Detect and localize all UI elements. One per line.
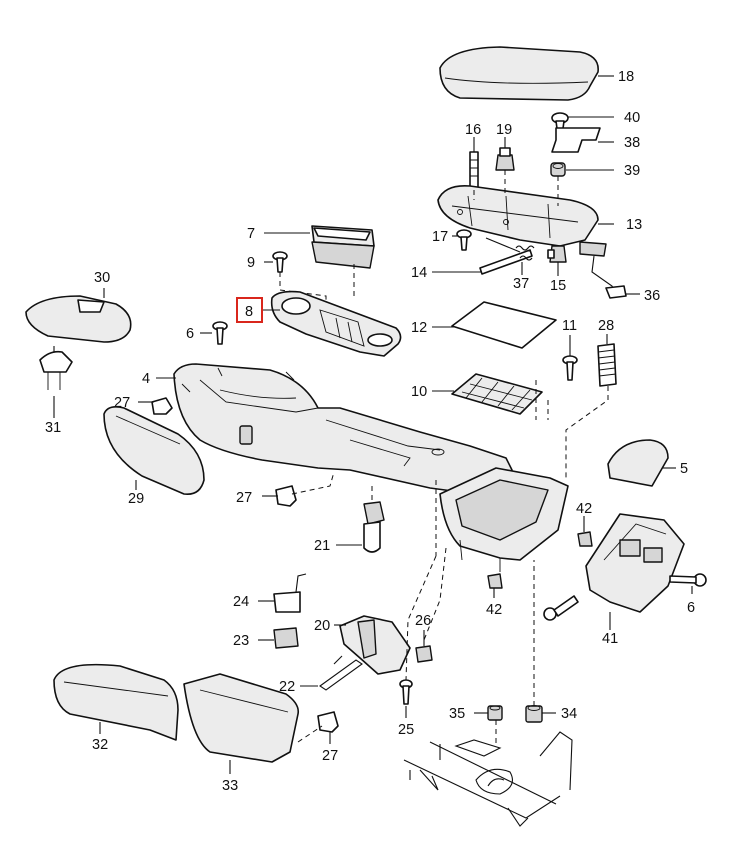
dash-13: [473, 170, 559, 206]
part-12-mat[interactable]: [451, 301, 557, 349]
part-27-clip-mid[interactable]: [275, 485, 297, 507]
highlight-box-part-8: [236, 297, 263, 323]
label-37[interactable]: 37: [513, 276, 529, 292]
part-21-lock[interactable]: [363, 501, 385, 553]
label-33[interactable]: 33: [222, 778, 238, 794]
label-4[interactable]: 4: [142, 371, 150, 387]
label-12[interactable]: 12: [411, 320, 427, 336]
label-19[interactable]: 19: [496, 122, 512, 138]
label-26[interactable]: 26: [415, 613, 431, 629]
part-5-trim-panel[interactable]: [607, 439, 669, 487]
part-27-clip-bottom[interactable]: [317, 711, 339, 733]
label-25[interactable]: 25: [398, 722, 414, 738]
floor-mount-assembly: [403, 731, 573, 827]
label-31[interactable]: 31: [45, 420, 61, 436]
label-15[interactable]: 15: [550, 278, 566, 294]
part-30-cover[interactable]: [25, 295, 132, 343]
part-19-clip[interactable]: [495, 147, 515, 171]
part-20-actuator[interactable]: [339, 615, 411, 675]
label-6-left[interactable]: 6: [186, 326, 194, 342]
part-34-nut[interactable]: [525, 705, 543, 723]
part-10-grille[interactable]: [451, 373, 543, 415]
dash-27b: [291, 471, 335, 495]
part-14-hinge-pin[interactable]: [479, 249, 533, 275]
part-29-side-panel[interactable]: [103, 406, 205, 496]
dash-28: [565, 386, 609, 480]
label-16[interactable]: 16: [465, 122, 481, 138]
part-9-screw[interactable]: [272, 251, 288, 273]
dash-34: [495, 560, 535, 744]
label-22[interactable]: 22: [279, 679, 295, 695]
part-38-bracket[interactable]: [551, 127, 601, 153]
dash-10: [535, 380, 549, 420]
label-32[interactable]: 32: [92, 737, 108, 753]
part-39-nut[interactable]: [550, 162, 566, 177]
label-10[interactable]: 10: [411, 384, 427, 400]
label-9[interactable]: 9: [247, 255, 255, 271]
label-6-right[interactable]: 6: [687, 600, 695, 616]
part-35-nut[interactable]: [487, 705, 503, 721]
part-42-clip-center[interactable]: [487, 573, 503, 589]
label-29[interactable]: 29: [128, 491, 144, 507]
label-13[interactable]: 13: [626, 217, 642, 233]
part-17-screw[interactable]: [456, 229, 472, 251]
label-28[interactable]: 28: [598, 318, 614, 334]
part-41-bracket[interactable]: [585, 513, 685, 613]
part-32-lower-panel[interactable]: [53, 663, 179, 741]
part-27-clip-top[interactable]: [151, 397, 173, 415]
label-35[interactable]: 35: [449, 706, 465, 722]
label-41[interactable]: 41: [602, 631, 618, 647]
label-38[interactable]: 38: [624, 135, 640, 151]
part-36-release-cable[interactable]: [579, 241, 627, 299]
part-4-console-rear[interactable]: [439, 467, 569, 572]
part-23-bracket[interactable]: [273, 627, 299, 649]
label-20[interactable]: 20: [314, 618, 330, 634]
part-6-screw-left[interactable]: [212, 321, 228, 345]
label-34[interactable]: 34: [561, 706, 577, 722]
label-14[interactable]: 14: [411, 265, 427, 281]
part-7-storage-tray[interactable]: [311, 225, 375, 269]
part-16-pin[interactable]: [469, 151, 479, 191]
label-23[interactable]: 23: [233, 633, 249, 649]
label-42-center[interactable]: 42: [486, 602, 502, 618]
label-27-bottom[interactable]: 27: [322, 748, 338, 764]
part-15-latch[interactable]: [547, 245, 567, 263]
part-11-screw[interactable]: [562, 355, 578, 381]
part-31-knob[interactable]: [39, 350, 73, 390]
part-18-armrest-lid[interactable]: [439, 46, 599, 101]
label-42-right[interactable]: 42: [576, 501, 592, 517]
part-37-spring[interactable]: [485, 237, 535, 261]
label-27-mid[interactable]: 27: [236, 490, 252, 506]
part-33-lower-panel[interactable]: [183, 673, 300, 763]
part-4-console-body[interactable]: [173, 363, 513, 493]
label-11[interactable]: 11: [562, 318, 577, 334]
callout-labels: 18 40 38 39 16 19 13 17 7 9 14 37 15 36 …: [45, 69, 695, 794]
label-5[interactable]: 5: [680, 461, 688, 477]
dash-console-lower: [405, 547, 447, 681]
label-8[interactable]: 8: [245, 304, 253, 320]
label-40[interactable]: 40: [624, 110, 640, 126]
label-27-top[interactable]: 27: [114, 395, 130, 411]
label-21[interactable]: 21: [314, 538, 330, 554]
part-6-screw-right[interactable]: [669, 573, 707, 587]
label-39[interactable]: 39: [624, 163, 640, 179]
part-24-switch[interactable]: [273, 573, 307, 613]
label-18[interactable]: 18: [618, 69, 634, 85]
label-17[interactable]: 17: [432, 229, 448, 245]
part-25-screw[interactable]: [399, 679, 413, 705]
part-42-clip-right[interactable]: [577, 531, 593, 547]
dash-33: [297, 725, 323, 743]
label-36[interactable]: 36: [644, 288, 660, 304]
part-screw-41[interactable]: [543, 595, 579, 621]
part-8-cup-holder[interactable]: [270, 290, 402, 357]
part-26-clip[interactable]: [415, 645, 433, 663]
label-30[interactable]: 30: [94, 270, 110, 286]
part-28-bellows[interactable]: [597, 343, 617, 387]
label-7[interactable]: 7: [247, 226, 255, 242]
part-13-lid-base[interactable]: [437, 184, 599, 247]
part-22-linkage[interactable]: [319, 655, 363, 691]
label-24[interactable]: 24: [233, 594, 249, 610]
